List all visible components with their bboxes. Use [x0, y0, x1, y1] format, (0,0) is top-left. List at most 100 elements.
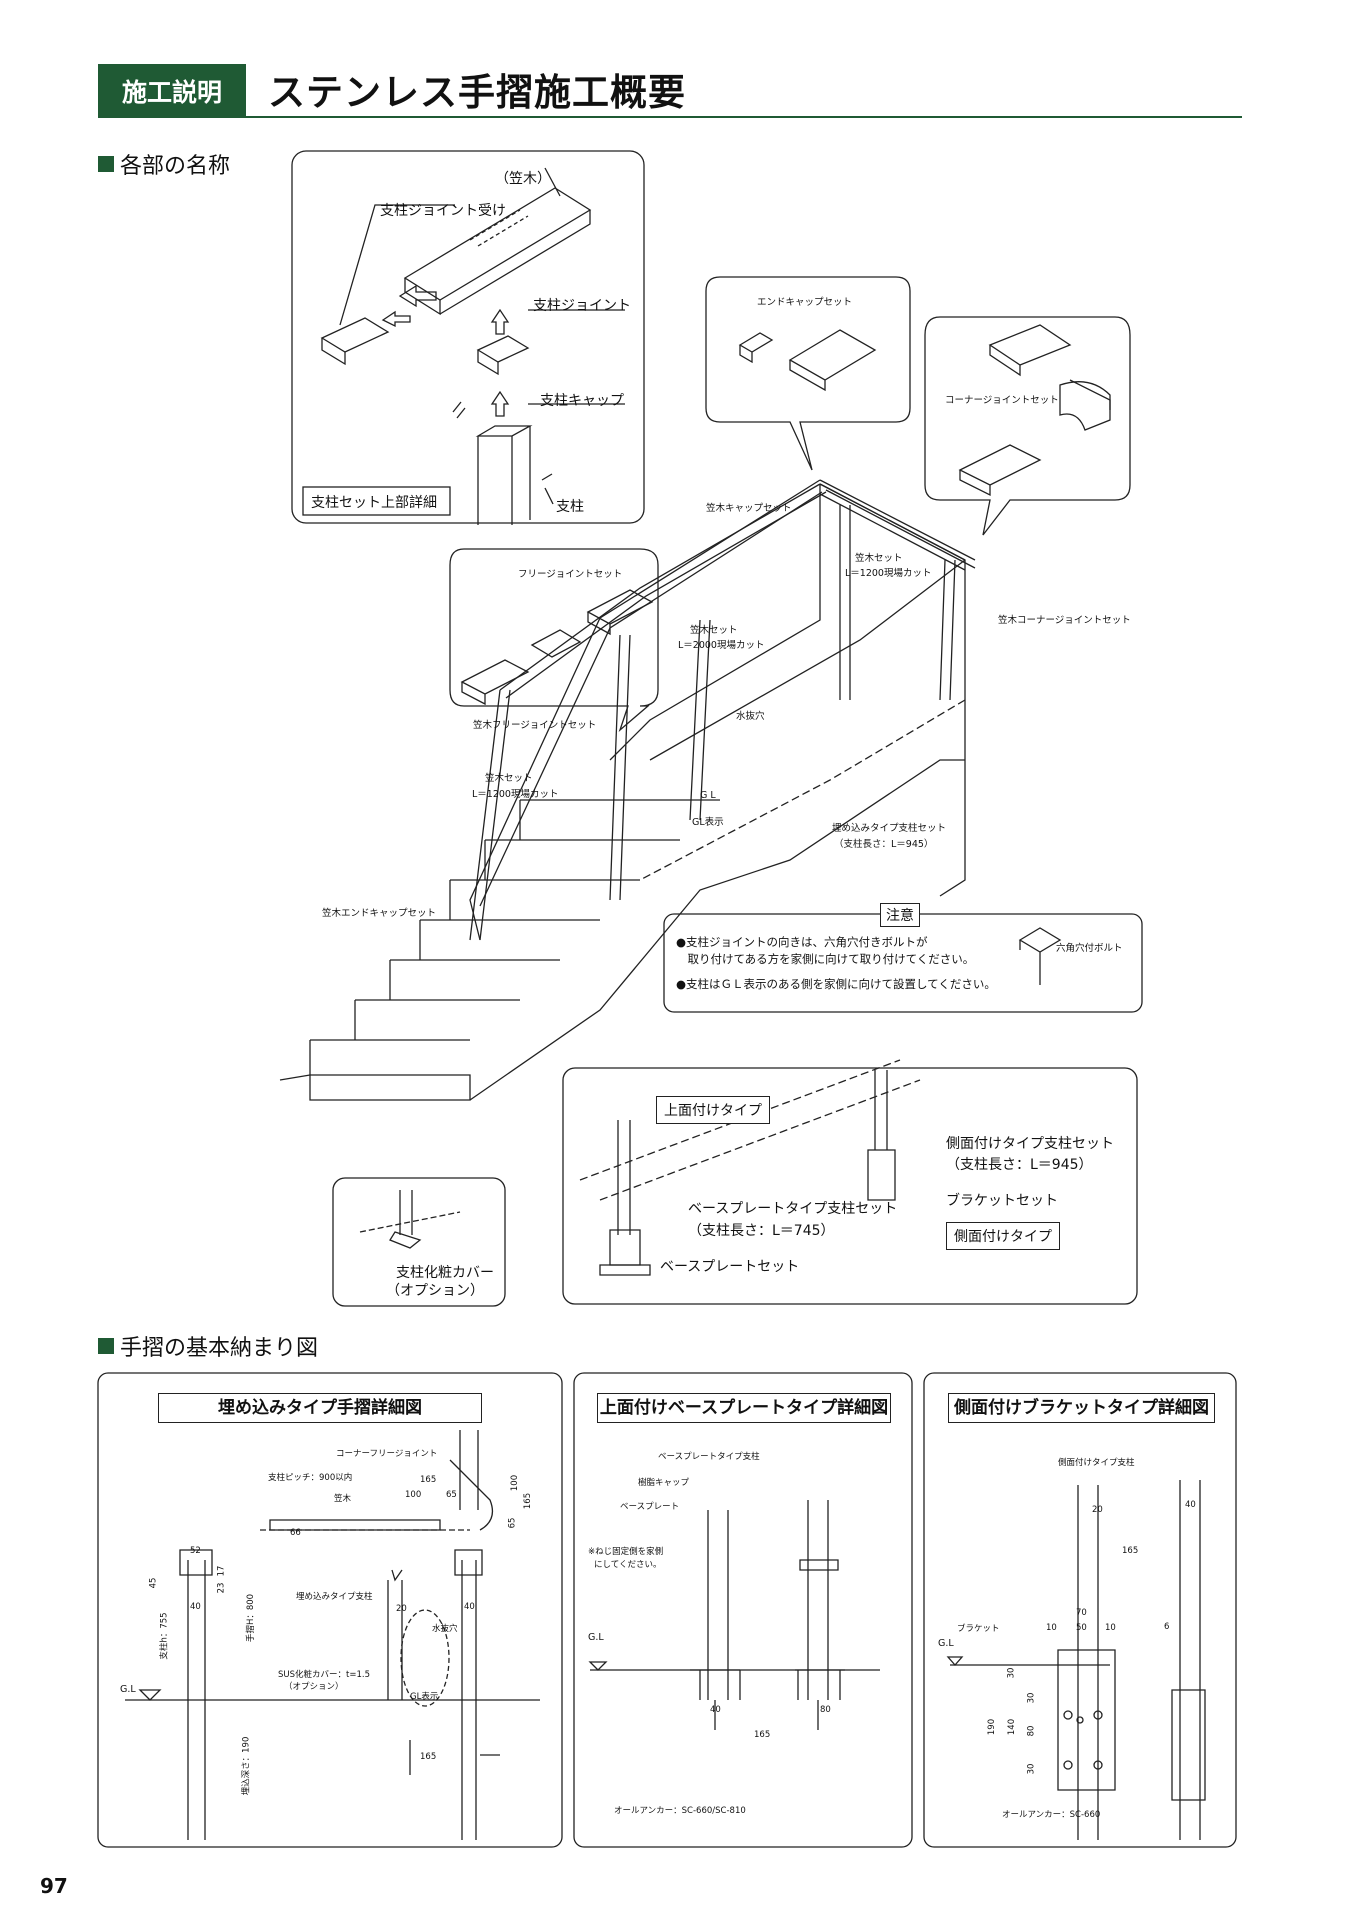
anchor-label-d2: オールアンカー：SC-660/SC-810 [614, 1806, 746, 1816]
anchor-label-d3: オールアンカー：SC-660 [1002, 1810, 1101, 1820]
top-type-label: 上面付けタイプ [656, 1096, 770, 1124]
kasagi-set-top-label: 笠木セット [855, 553, 903, 564]
caution-line-2: 取り付けてある方を家側に向けて取り付けてください。 [676, 952, 975, 966]
dim-45: 45 [148, 1577, 159, 1589]
sus-cover-label: SUS化粧カバー：t=1.5 [278, 1670, 370, 1680]
dim-190-d3: 190 [987, 1718, 998, 1736]
joint-receiver-label: 支柱ジョイント受け [380, 203, 506, 219]
gl-display-label: GL表示 [692, 817, 724, 828]
rail-h-label: 手摺H：800 [246, 1593, 257, 1643]
water-hole-label: 水抜穴 [736, 711, 765, 722]
end-cap-label: エンドキャップセット [757, 297, 853, 308]
square-bullet-icon [98, 1338, 114, 1354]
dim-40-b: 40 [464, 1602, 475, 1612]
dim-80-d3: 80 [1026, 1725, 1037, 1737]
detail3-title: 側面付けブラケットタイプ詳細図 [948, 1393, 1215, 1423]
dim-20: 20 [396, 1604, 407, 1614]
dim-140-d3: 140 [1007, 1718, 1018, 1736]
bracket-set-label: ブラケットセット [946, 1193, 1058, 1209]
gl-label-d3: G.L [938, 1638, 954, 1649]
dim-165-d3: 165 [1122, 1546, 1139, 1556]
dim-165-c: 165 [420, 1752, 437, 1762]
bracket-label-d3: ブラケット [957, 1624, 1000, 1634]
kasagi-set-top-cut: L＝1200現場カット [845, 568, 932, 579]
dim-165-a: 165 [420, 1475, 437, 1485]
kasagi-set-2000-cut: L＝2000現場カット [678, 640, 765, 651]
post-h-label: 支柱h：755 [159, 1612, 170, 1660]
kasagi-set-1200-label: 笠木セット [485, 773, 533, 784]
water-hole-label-d1: 水抜穴 [432, 1624, 458, 1634]
dim-40-d3: 40 [1185, 1500, 1196, 1510]
kasagi-label: （笠木） [495, 171, 551, 187]
header-rule [98, 116, 1242, 118]
dim-40-a: 40 [190, 1602, 201, 1612]
base-post-length: （支柱長さ：L＝745） [688, 1223, 835, 1239]
corner-joint-label: コーナージョイントセット [945, 395, 1059, 406]
post-pitch-label: 支柱ピッチ：900以内 [268, 1473, 353, 1483]
screw-note-2: にしてください。 [594, 1560, 662, 1570]
top-detail-panel [291, 150, 645, 524]
gl-display-label-d1: GL表示 [410, 1692, 439, 1702]
dim-30-b-d3: 30 [1026, 1692, 1037, 1704]
side-type-label: 側面付けタイプ [946, 1222, 1060, 1250]
bolt-label: 六角穴付ボルト [1056, 943, 1123, 954]
page-title: ステンレス手摺施工概要 [268, 71, 686, 114]
dim-10-a-d3: 10 [1046, 1623, 1057, 1633]
kasagi-free-joint-label: 笠木フリージョイントセット [473, 720, 597, 731]
dim-70-d3: 70 [1076, 1608, 1087, 1618]
kasagi-corner-joint-label: 笠木コーナージョイントセット [998, 615, 1131, 626]
gl-mark: G L [700, 790, 716, 801]
post-label: 支柱 [556, 499, 584, 515]
caution-line-3: ●支柱はＧＬ表示のある側を家側に向けて設置してください。 [676, 977, 996, 991]
top-detail-title: 支柱セット上部詳細 [311, 495, 437, 511]
base-post-label: ベースプレートタイプ支柱セット [688, 1201, 898, 1217]
dim-30-c-d3: 30 [1026, 1763, 1037, 1775]
dim-65-b: 65 [507, 1517, 518, 1529]
dim-165-d2: 165 [754, 1730, 771, 1740]
dim-30-a-d3: 30 [1006, 1667, 1017, 1679]
gl-label-d2: G.L [588, 1632, 604, 1643]
cover-label: 支柱化粧カバー [396, 1265, 494, 1281]
dim-23: 23 [216, 1582, 227, 1594]
side-post-label-d3: 側面付けタイプ支柱 [1058, 1458, 1135, 1468]
dim-66: 66 [290, 1528, 301, 1538]
base-post-label-d2: ベースプレートタイプ支柱 [658, 1452, 760, 1462]
section-heading-parts: 各部の名称 [98, 148, 230, 180]
dim-40-d2: 40 [710, 1705, 721, 1715]
side-post-length: （支柱長さ：L＝945） [946, 1157, 1093, 1173]
dim-65-a: 65 [446, 1490, 457, 1500]
free-joint-label: フリージョイントセット [518, 569, 623, 580]
base-plate-label: ベースプレート [620, 1502, 680, 1512]
cover-option-label: （オプション） [386, 1283, 484, 1299]
base-plate-set-label: ベースプレートセット [660, 1259, 800, 1275]
gl-label-d1: G.L [120, 1684, 136, 1695]
detail2-title: 上面付けベースプレートタイプ詳細図 [597, 1393, 891, 1423]
dim-6-d3: 6 [1164, 1622, 1170, 1632]
dim-165-b: 165 [523, 1492, 534, 1510]
kasagi-end-cap-label: 笠木エンドキャップセット [322, 908, 437, 919]
kasagi-set-2000-label: 笠木セット [690, 625, 738, 636]
kasagi-cap-set-label: 笠木キャップセット [706, 503, 792, 514]
caution-title: 注意 [880, 903, 920, 927]
detail1-title: 埋め込みタイプ手摺詳細図 [158, 1393, 482, 1423]
page-number: 97 [40, 1874, 68, 1898]
sus-cover-option: （オプション） [284, 1682, 344, 1692]
dim-100-b: 100 [510, 1474, 521, 1492]
resin-cap-label: 樹脂キャップ [638, 1478, 690, 1488]
section-tag: 施工説明 [98, 64, 246, 118]
dim-100-a: 100 [405, 1490, 422, 1500]
dim-20-d3: 20 [1092, 1505, 1103, 1515]
caution-line-1: ●支柱ジョイントの向きは、六角穴付きボルトが [676, 935, 928, 949]
corner-free-joint-label: コーナーフリージョイント [336, 1449, 438, 1459]
dim-50-d3: 50 [1076, 1623, 1087, 1633]
embed-depth-label: 埋込深さ：190 [241, 1736, 252, 1796]
dim-52: 52 [190, 1546, 201, 1556]
embed-post-label-d1: 埋め込みタイプ支柱 [296, 1592, 373, 1602]
screw-note-1: ※ねじ固定側を家側 [588, 1547, 664, 1557]
embed-post-length: （支柱長さ：L＝945） [834, 839, 934, 850]
dim-80-d2: 80 [820, 1705, 831, 1715]
post-cap-label: 支柱キャップ [540, 393, 624, 409]
kasagi-set-1200-cut: L＝1200現場カット [472, 789, 559, 800]
kasagi-label-d1: 笠木 [334, 1494, 352, 1504]
